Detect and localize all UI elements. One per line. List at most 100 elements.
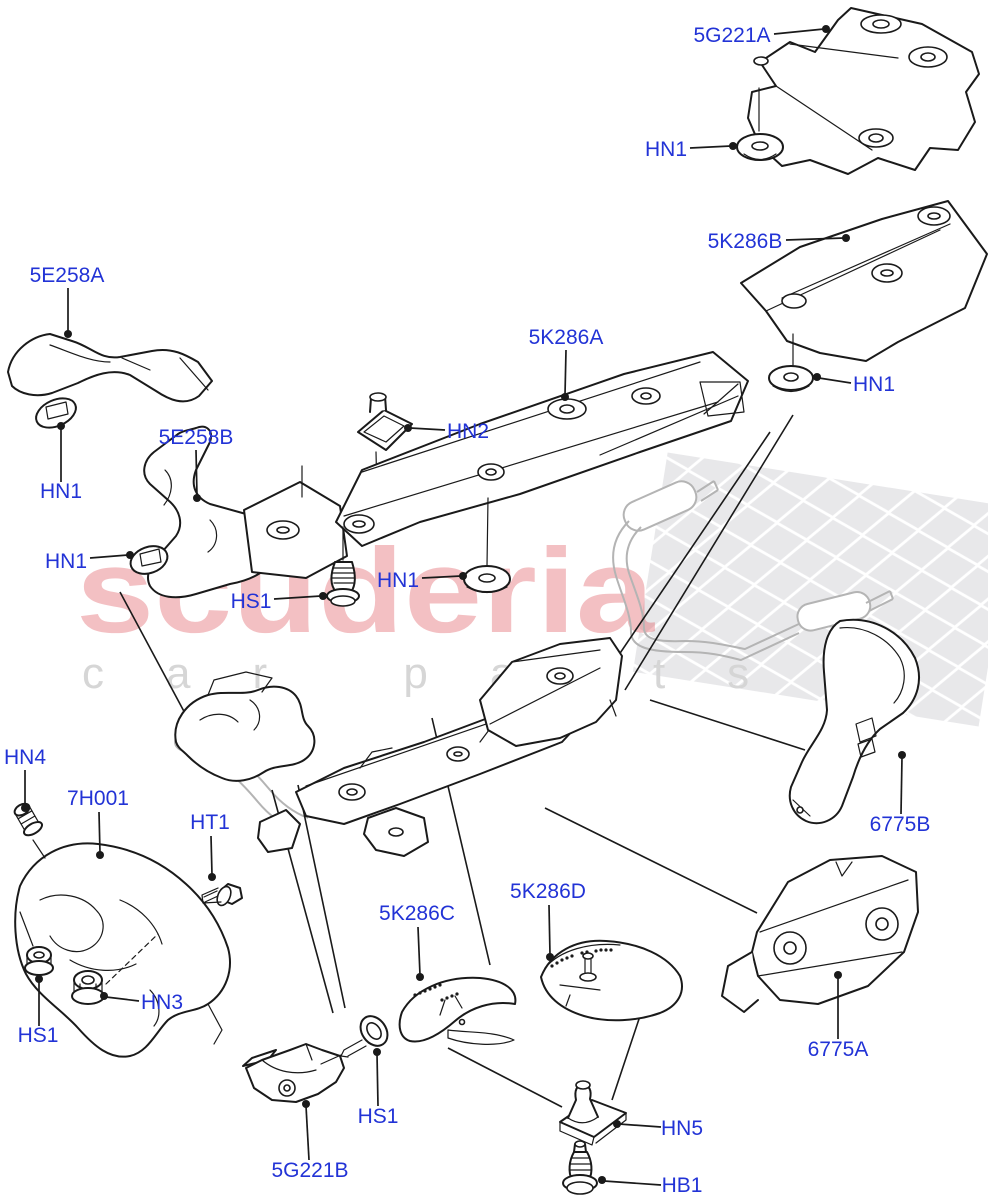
leader-line-5K286A: [564, 349, 567, 396]
part-label-HN5[interactable]: HN5: [661, 1117, 703, 1140]
part-label-6775A[interactable]: 6775A: [808, 1038, 869, 1061]
leader-line-5G221A: [773, 28, 825, 35]
part-label-5K286D[interactable]: 5K286D: [510, 880, 586, 903]
fastener-HN1-drawing: [463, 497, 511, 594]
pointer-line: [611, 1006, 644, 1101]
fastener-HS1-drawing: [24, 946, 54, 976]
leader-dot-HS1: [319, 592, 327, 600]
leader-dot-HN1: [459, 572, 467, 580]
leader-dot-5G221B: [302, 1100, 310, 1108]
heat-shield-5K286C-drawing: [398, 976, 517, 1045]
part-label-HB1[interactable]: HB1: [662, 1174, 703, 1197]
leader-dot-HN5: [613, 1120, 621, 1128]
leader-dot-5G221A: [822, 25, 830, 33]
leader-dot-HB1: [598, 1176, 606, 1184]
part-label-HS1[interactable]: HS1: [231, 590, 272, 613]
leader-dot-HN1: [126, 551, 134, 559]
leader-dot-HS1: [35, 975, 43, 983]
leader-line-HS1: [273, 595, 322, 600]
leader-dot-HS1: [373, 1048, 381, 1056]
pointer-line: [624, 414, 794, 691]
leader-dot-5K286D: [546, 953, 554, 961]
heat-shield-5K286A-drawing: [335, 351, 749, 547]
fastener-HB1-drawing: [562, 1140, 598, 1195]
fastener-HN4-wire: [32, 839, 46, 859]
leader-dot-5K286B: [842, 234, 850, 242]
leader-dot-HN1: [813, 373, 821, 381]
leader-line-HN3: [105, 996, 140, 1002]
leader-line-5E258B: [195, 449, 198, 497]
part-label-HN4[interactable]: HN4: [4, 746, 46, 769]
leader-line-HT1: [210, 835, 213, 876]
pointer-line: [649, 699, 806, 751]
fastener-HN3-drawing: [71, 970, 105, 1005]
part-label-5G221A[interactable]: 5G221A: [693, 24, 770, 47]
leader-dot-HN4: [21, 804, 29, 812]
leader-line-HB1: [603, 1180, 662, 1186]
leader-line-6775B: [900, 756, 903, 815]
fastener-HT1-drawing: [201, 883, 243, 907]
leader-dot-HT1: [208, 873, 216, 881]
brand-sub-watermark: car parts: [82, 649, 811, 698]
leader-line-5K286C: [417, 926, 421, 976]
callout-layer: 5G221A HN1 5K286B HN1 5E258A 5K286A HN2 5E258B H…: [4, 24, 930, 1197]
leader-dot-HN1: [729, 142, 737, 150]
leader-dot-HN1: [57, 422, 65, 430]
leader-line-5K286B: [785, 237, 845, 241]
part-label-5E258A[interactable]: 5E258A: [30, 264, 105, 287]
leader-dot-7H001: [96, 851, 104, 859]
heat-shield-5K286D-drawing: [540, 939, 683, 1022]
heat-shield-5E258A-drawing: [7, 333, 213, 403]
part-label-7H001[interactable]: 7H001: [67, 787, 129, 810]
leader-dot-5E258A: [64, 330, 72, 338]
pointer-line: [297, 784, 346, 1009]
part-label-5K286C[interactable]: 5K286C: [379, 902, 455, 925]
pointer-line: [611, 431, 771, 666]
centre-heat-shield-assembly-drawing: [174, 637, 623, 857]
fastener-HN1-drawing: [736, 87, 784, 161]
part-label-HN3[interactable]: HN3: [141, 991, 183, 1014]
leader-line-HS1: [376, 1053, 379, 1107]
leader-line-HN1: [818, 377, 852, 384]
leader-line-HN1: [689, 145, 732, 149]
leader-line-5G221B: [305, 1105, 310, 1161]
leader-line-HN5: [618, 1123, 662, 1128]
part-label-HN1[interactable]: HN1: [45, 550, 87, 573]
part-label-HS1[interactable]: HS1: [358, 1105, 399, 1128]
fastener-HN1-drawing: [35, 397, 77, 429]
leader-dot-6775A: [834, 971, 842, 979]
part-label-HN1[interactable]: HN1: [853, 373, 895, 396]
leader-line-HN1: [89, 554, 129, 559]
fastener-HN1-drawing: [768, 333, 814, 393]
leader-line-HN2: [409, 427, 446, 431]
part-label-5K286A[interactable]: 5K286A: [529, 326, 604, 349]
leader-dot-HN3: [100, 992, 108, 1000]
part-label-6775B[interactable]: 6775B: [870, 813, 931, 836]
bracket-5G221B-drawing: [242, 1043, 345, 1103]
pointer-line: [544, 807, 758, 914]
part-label-HN1[interactable]: HN1: [40, 480, 82, 503]
leader-line-5K286D: [548, 904, 551, 956]
heat-shield-6775A-drawing: [721, 855, 919, 1013]
part-label-HN1[interactable]: HN1: [645, 138, 687, 161]
part-label-HT1[interactable]: HT1: [190, 811, 230, 834]
part-label-5G221B[interactable]: 5G221B: [271, 1159, 348, 1182]
leader-line-7H001: [98, 811, 101, 854]
part-label-HN2[interactable]: HN2: [447, 420, 489, 443]
pointer-line: [119, 591, 188, 718]
leader-dot-6775B: [898, 751, 906, 759]
heat-shield-5E258B-drawing: [143, 425, 348, 599]
part-label-5K286B[interactable]: 5K286B: [708, 230, 783, 253]
part-label-5E258B[interactable]: 5E258B: [159, 426, 234, 449]
leader-dot-5K286C: [416, 973, 424, 981]
insulator-7H001-drawing: [14, 842, 231, 1058]
leader-dot-5K286A: [561, 393, 569, 401]
fastener-HN1-drawing: [129, 545, 169, 575]
ghost-mid-pipe: [612, 520, 800, 662]
pointer-lines: [119, 414, 806, 1108]
leader-dot-5E258B: [193, 494, 201, 502]
part-label-HS1[interactable]: HS1: [18, 1024, 59, 1047]
part-label-HN1[interactable]: HN1: [377, 569, 419, 592]
